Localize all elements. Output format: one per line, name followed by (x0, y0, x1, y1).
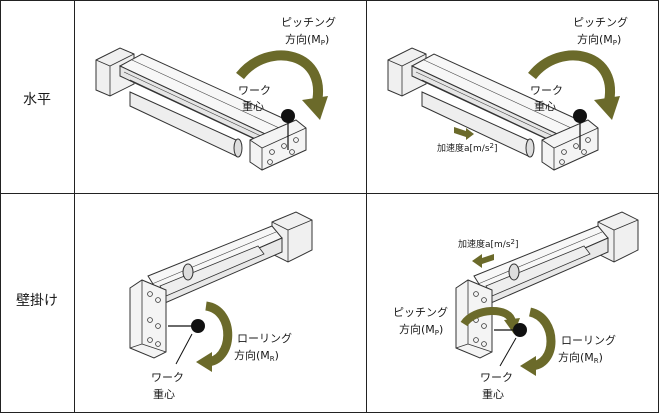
rolling-arrow (528, 307, 556, 371)
pitching-label-line2: 方向(MP) (399, 322, 443, 337)
work-label-line2: 重心 (482, 387, 504, 401)
panel-wall-accel: 加速度a[m/s2] ピッチング 方向(MP) ローリング 方向(MR) ワーク… (393, 211, 639, 401)
rolling-label-line2: 方向(MR) (234, 348, 279, 363)
actuator-illustration (95, 47, 307, 171)
pitching-label-line2: 方向(MP) (577, 32, 621, 47)
pitching-arrowhead (594, 96, 620, 120)
pitching-label-line1: ピッチング (393, 305, 448, 319)
work-label-line1: ワーク (238, 84, 271, 97)
panel-horizontal-static: ピッチング 方向(MP) ワーク 重心 (95, 15, 336, 171)
rolling-label-line1: ローリング (237, 331, 292, 345)
work-center-of-gravity-marker (573, 109, 587, 123)
work-center-of-gravity-marker (281, 109, 295, 123)
acceleration-label: 加速度a[m/s2] (437, 142, 498, 154)
pitching-label-line2: 方向(MP) (285, 32, 329, 47)
pitching-arrowhead (504, 318, 520, 334)
acceleration-arrow (454, 127, 474, 140)
rolling-arrowhead (520, 356, 536, 376)
rolling-label-line2: 方向(MR) (558, 350, 603, 365)
pitching-arrow (460, 306, 516, 327)
work-center-of-gravity-marker (513, 323, 527, 337)
row-label-wall: 壁掛け (16, 293, 58, 309)
pitching-arrow (236, 50, 323, 108)
rolling-arrow (204, 301, 233, 367)
rolling-arrowhead (196, 352, 212, 372)
work-center-of-gravity-marker (191, 319, 205, 333)
work-label-line2: 重心 (153, 387, 175, 401)
work-label-line1: ワーク (480, 371, 513, 384)
work-label-line2: 重心 (534, 99, 556, 113)
pitching-label-line1: ピッチング (573, 15, 628, 29)
row-label-horizontal: 水平 (23, 92, 51, 108)
pitching-arrowhead (302, 96, 328, 120)
acceleration-label: 加速度a[m/s2] (458, 238, 519, 250)
pitching-arrow (528, 50, 615, 108)
work-label-line2: 重心 (242, 99, 264, 113)
panel-horizontal-accel: ピッチング 方向(MP) ワーク 重心 加速度a[m/s2] (387, 15, 628, 171)
panel-wall-static: ローリング 方向(MR) ワーク 重心 (129, 211, 313, 401)
acceleration-arrow (472, 254, 494, 268)
pitching-label-line1: ピッチング (281, 15, 336, 29)
rolling-label-line1: ローリング (561, 333, 616, 347)
work-label-line1: ワーク (151, 371, 184, 384)
work-label-line1: ワーク (530, 84, 563, 97)
